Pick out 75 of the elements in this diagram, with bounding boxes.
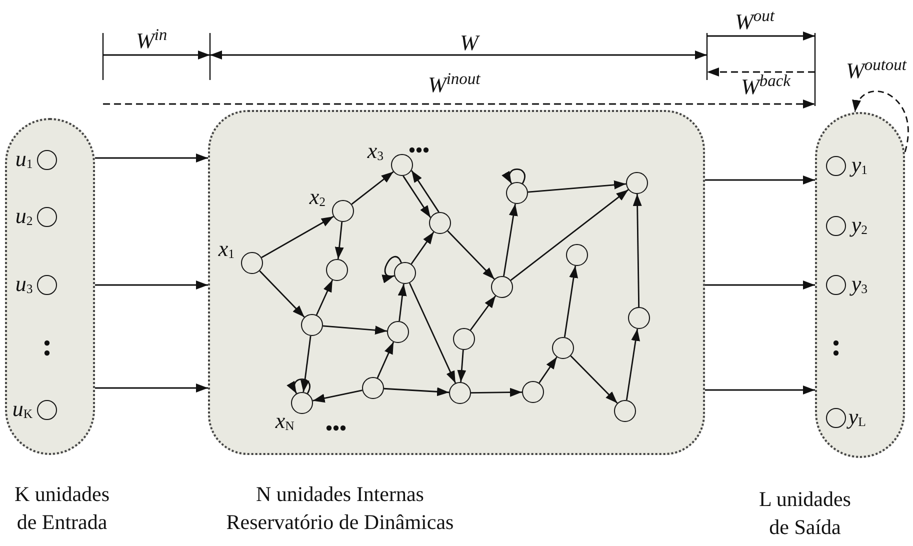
arrow	[471, 388, 522, 397]
arrow	[854, 90, 909, 152]
unit-label: x$_{3}$	[367, 139, 384, 166]
layer-panel	[208, 110, 705, 455]
arrow	[564, 266, 578, 338]
weight-label: W	[460, 30, 478, 56]
arrow	[316, 280, 334, 316]
weight-label: W$^{out}$	[735, 9, 774, 35]
arrow	[402, 176, 432, 218]
unit-label: y$_{2}$	[851, 213, 868, 240]
arrow	[384, 387, 450, 396]
unit-label: x$_{N}$	[275, 409, 294, 436]
neuron-circle	[394, 262, 416, 284]
arrow	[398, 284, 407, 322]
arrow	[538, 356, 558, 384]
neuron-circle	[429, 212, 451, 234]
neuron-circle	[506, 182, 528, 204]
neuron-circle	[491, 276, 513, 298]
neuron-circle	[301, 314, 323, 336]
arrow	[95, 154, 208, 162]
weight-label: W$^{in}$	[136, 28, 168, 54]
arrow	[470, 295, 496, 331]
arrow	[259, 270, 305, 318]
unit-label: x$_{1}$	[218, 237, 235, 264]
arrow	[503, 204, 518, 276]
arrow	[632, 194, 642, 307]
unit-label: y$_{3}$	[851, 272, 868, 298]
layer-caption: N unidades Internas Reservatório de Dinâmicas	[225, 481, 455, 536]
arrow	[382, 256, 402, 282]
unit-label: y$_{L}$	[848, 405, 866, 432]
neuron-circle	[566, 244, 588, 266]
arrow	[351, 171, 394, 205]
arrow	[457, 350, 466, 382]
arrow	[502, 168, 526, 184]
arrow	[626, 328, 640, 400]
arrow	[528, 180, 626, 193]
arrow	[705, 280, 815, 290]
arrow	[300, 336, 312, 392]
neuron-circle	[522, 381, 544, 403]
neuron-circle	[453, 328, 475, 350]
neuron-circle	[614, 400, 636, 422]
neuron-circle	[449, 382, 471, 404]
unit-label: u$_{K}$	[12, 397, 33, 424]
arrow	[410, 232, 434, 264]
arrow	[95, 384, 208, 392]
weight-label: W$^{back}$	[741, 74, 790, 100]
unit-label: y$_{1}$	[851, 153, 868, 180]
arrow	[510, 189, 629, 281]
unit-label: x$_{2}$	[309, 185, 326, 212]
arrow	[408, 282, 456, 384]
arrow	[570, 355, 618, 404]
arrow	[705, 386, 815, 394]
arrow	[322, 325, 388, 335]
neuron-circle	[552, 337, 574, 359]
neuron-circle	[362, 377, 384, 399]
unit-label: u$_{1}$	[15, 147, 33, 174]
arrow	[312, 390, 362, 403]
arrow	[705, 176, 815, 184]
neuron-circle	[387, 321, 409, 343]
layer-caption: L unidades de Saída	[758, 486, 852, 541]
arrow	[376, 342, 394, 378]
arrow	[261, 216, 334, 258]
weight-label: W$^{inout}$	[428, 72, 480, 98]
arrow	[410, 170, 440, 212]
neuron-circle	[626, 172, 648, 194]
arrow	[334, 222, 344, 260]
neuron-circle	[628, 307, 650, 329]
arrow	[288, 378, 310, 394]
arrow	[95, 280, 208, 290]
neuron-circle	[326, 259, 348, 281]
arrow	[447, 230, 495, 280]
edge-label: W$^{outout}$	[846, 58, 906, 84]
unit-label: u$_{2}$	[15, 204, 33, 230]
unit-label: u$_{3}$	[15, 272, 33, 298]
layer-caption: K unidades de Entrada	[13, 481, 111, 536]
